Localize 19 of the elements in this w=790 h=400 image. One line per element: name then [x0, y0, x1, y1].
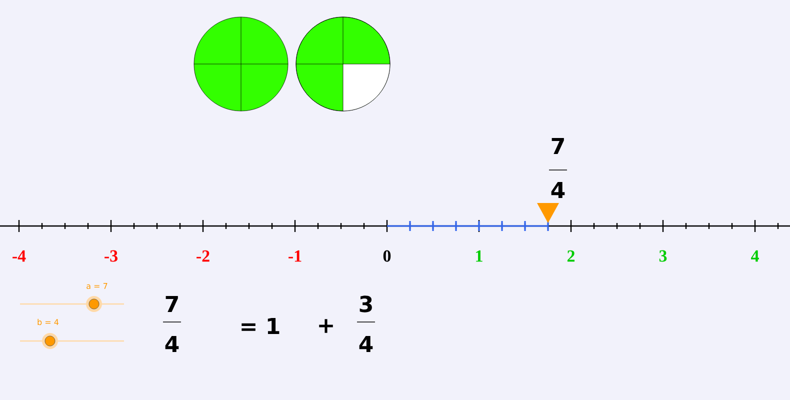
equation-text: = 1 — [242, 318, 280, 334]
fraction-denominator: 4 — [165, 336, 179, 352]
axis-number: 2 — [567, 250, 575, 262]
fraction-denominator: 4 — [359, 336, 373, 352]
axis-number: -2 — [196, 250, 210, 262]
axis-number: 3 — [659, 250, 667, 262]
axis-number: 0 — [383, 250, 391, 262]
fraction-numerator: 7 — [552, 138, 564, 154]
axis-number: 4 — [751, 250, 759, 262]
fraction-denominator: 4 — [551, 182, 565, 198]
slider-label: a = 7 — [86, 283, 108, 289]
fraction-numerator: 3 — [360, 296, 372, 312]
axis-number: 1 — [476, 250, 482, 262]
plus-sign: + — [319, 319, 333, 333]
axis-number: -3 — [104, 250, 118, 262]
slider-label: b = 4 — [38, 318, 59, 326]
fraction-numerator: 7 — [166, 296, 178, 312]
axis-number: -4 — [12, 250, 26, 262]
axis-number: -1 — [288, 250, 302, 262]
